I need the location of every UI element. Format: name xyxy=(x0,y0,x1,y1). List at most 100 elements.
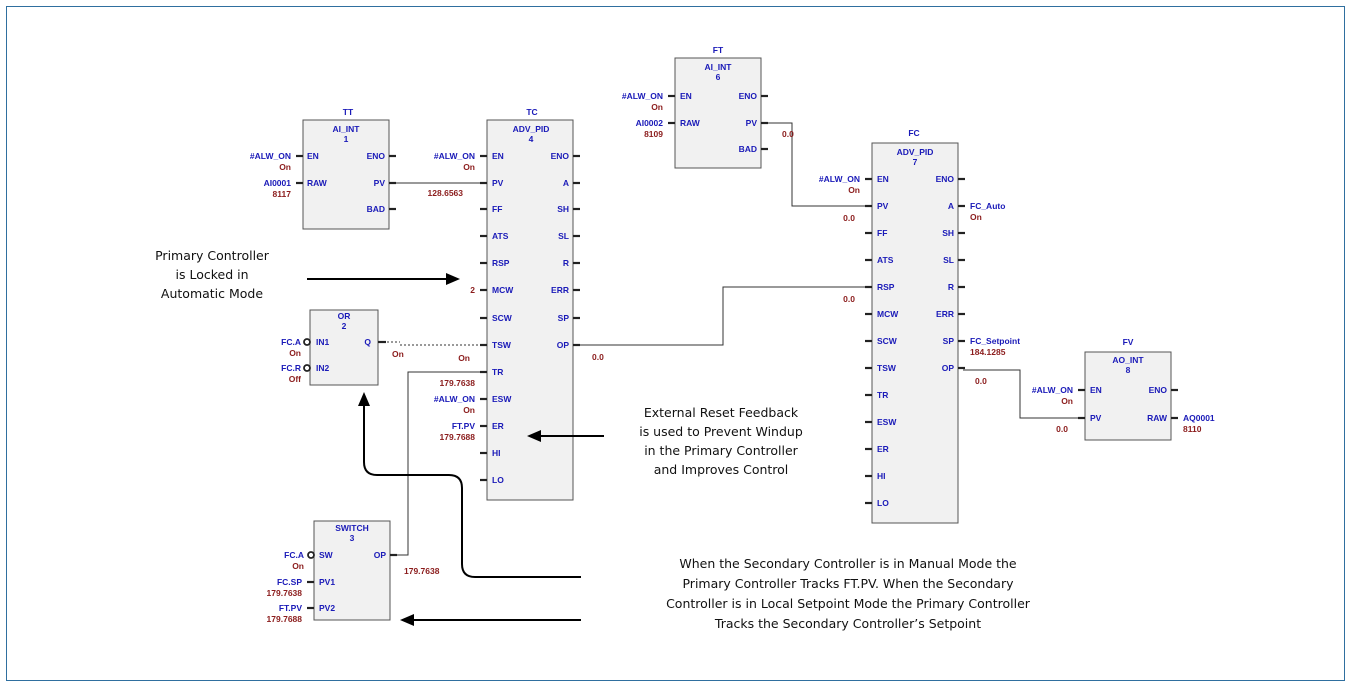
tc-pin-scw: SCW xyxy=(492,313,513,323)
tc-pv-value: 128.6563 xyxy=(428,188,464,198)
fc-pv-value: 0.0 xyxy=(843,213,855,223)
annotation-external-reset: External Reset Feedback is used to Preve… xyxy=(527,405,803,477)
fc-tag: FC xyxy=(908,128,919,138)
fc-pin-op: OP xyxy=(942,363,955,373)
switch-pv2-input: FT.PV xyxy=(279,603,302,613)
tt-pin-pv: PV xyxy=(374,178,386,188)
switch-pin-pv1: PV1 xyxy=(319,577,335,587)
fv-tag: FV xyxy=(1123,337,1134,347)
fc-pin-mcw: MCW xyxy=(877,309,899,319)
tc-en-value: On xyxy=(463,162,475,172)
ft-type: AI_INT xyxy=(705,62,733,72)
fv-pin-raw: RAW xyxy=(1147,413,1168,423)
switch-pv2-value: 179.7688 xyxy=(267,614,303,624)
switch-block[interactable]: SWITCH 3 SW PV1 PV2 OP FC.A On FC.SP 179… xyxy=(267,520,440,624)
fc-pin-tsw: TSW xyxy=(877,363,897,373)
fc-pin-pv: PV xyxy=(877,201,889,211)
switch-sw-negate xyxy=(307,551,315,559)
tc-pin-rsp: RSP xyxy=(492,258,510,268)
tc-pin-er: ER xyxy=(492,421,504,431)
tc-right-pins: ENO A SH SL R ERR SP OP xyxy=(551,151,580,350)
tc-tr-value: 179.7638 xyxy=(440,378,476,388)
switch-pv1-value: 179.7638 xyxy=(267,588,303,598)
tc-op-value: 0.0 xyxy=(592,352,604,362)
switch-pin-pv2: PV2 xyxy=(319,603,335,613)
diagram-frame xyxy=(6,6,1345,681)
ft-en-value: On xyxy=(651,102,663,112)
tc-pin-err: ERR xyxy=(551,285,569,295)
fc-pin-rsp: RSP xyxy=(877,282,895,292)
fc-type: ADV_PID xyxy=(897,147,934,157)
fc-sp-output: FC_Setpoint xyxy=(970,336,1020,346)
fc-pin-er: ER xyxy=(877,444,889,454)
tc-pin-sl: SL xyxy=(558,231,569,241)
tc-pin-hi: HI xyxy=(492,448,501,458)
switch-type: SWITCH xyxy=(335,523,369,533)
fc-pin-eno: ENO xyxy=(936,174,955,184)
or-pin-in1: IN1 xyxy=(316,337,330,347)
ft-raw-input: AI0002 xyxy=(636,118,664,128)
tc-tsw-value: On xyxy=(458,353,470,363)
arrowhead-to-or-block xyxy=(358,392,370,406)
annotation-secondary-manual: When the Secondary Controller is in Manu… xyxy=(358,392,1031,631)
wires xyxy=(387,122,1078,556)
tt-raw-input: AI0001 xyxy=(264,178,292,188)
fc-pin-esw: ESW xyxy=(877,417,897,427)
ft-pin-pv: PV xyxy=(746,118,758,128)
fc-pin-err: ERR xyxy=(936,309,954,319)
annotation-primary-locked-line2: is Locked in xyxy=(175,267,248,282)
tc-esw-value: On xyxy=(463,405,475,415)
tc-number: 4 xyxy=(529,134,534,144)
tc-tag: TC xyxy=(526,107,537,117)
tt-tag: TT xyxy=(343,107,354,117)
tc-pin-ff: FF xyxy=(492,204,502,214)
tt-block-body xyxy=(302,119,390,230)
tt-en-value: On xyxy=(279,162,291,172)
fc-pin-r: R xyxy=(948,282,954,292)
tc-pin-eno: ENO xyxy=(551,151,570,161)
ft-raw-value: 8109 xyxy=(644,129,663,139)
tt-pin-bad: BAD xyxy=(367,204,385,214)
annotation-external-reset-line2: is used to Prevent Windup xyxy=(639,424,803,439)
ft-pv-value: 0.0 xyxy=(782,129,794,139)
or-in1-value: On xyxy=(289,348,301,358)
tc-mcw-value: 2 xyxy=(470,285,475,295)
fc-pin-hi: HI xyxy=(877,471,886,481)
tt-pin-eno: ENO xyxy=(367,151,386,161)
tc-pin-sp: SP xyxy=(558,313,570,323)
ft-tag: FT xyxy=(713,45,724,55)
wire-tc-op-to-fc-rsp xyxy=(573,286,865,346)
tc-pin-a: A xyxy=(563,178,569,188)
fc-number: 7 xyxy=(913,157,918,167)
fc-block[interactable]: FC ADV_PID 7 EN PV FF ATS xyxy=(819,128,1020,524)
fc-pin-lo: LO xyxy=(877,498,889,508)
tc-pin-en: EN xyxy=(492,151,504,161)
fv-block[interactable]: FV AO_INT 8 EN PV ENO RAW #ALW_ON On 0.0… xyxy=(1032,337,1215,441)
switch-sw-input: FC.A xyxy=(284,550,304,560)
fc-pin-ff: FF xyxy=(877,228,887,238)
annotation-secondary-manual-line3: Controller is in Local Setpoint Mode the… xyxy=(666,596,1031,611)
tc-pin-op: OP xyxy=(557,340,570,350)
or-pin-q: Q xyxy=(364,337,371,347)
fv-en-value: On xyxy=(1061,396,1073,406)
or-pin-in2: IN2 xyxy=(316,363,330,373)
fv-en-input: #ALW_ON xyxy=(1032,385,1073,395)
annotation-primary-locked-line3: Automatic Mode xyxy=(161,286,263,301)
tt-block[interactable]: TT AI_INT 1 EN RAW ENO PV BAD #ALW_ON On… xyxy=(250,107,396,230)
fc-en-value: On xyxy=(848,185,860,195)
or-block[interactable]: OR 2 IN1 IN2 Q FC.A On FC.R Off On xyxy=(281,309,404,386)
or-number: 2 xyxy=(342,321,347,331)
fv-number: 8 xyxy=(1126,365,1131,375)
or-q-value: On xyxy=(392,349,404,359)
ft-en-input: #ALW_ON xyxy=(622,91,663,101)
tc-pin-tr: TR xyxy=(492,367,503,377)
annotation-external-reset-line1: External Reset Feedback xyxy=(644,405,799,420)
ft-block[interactable]: FT AI_INT 6 EN RAW ENO PV BAD #ALW_ON On… xyxy=(622,45,794,169)
tc-block-body xyxy=(486,119,574,501)
switch-block-body xyxy=(313,520,391,621)
arrowhead-to-tc-rsp xyxy=(446,273,460,285)
tc-block[interactable]: TC ADV_PID 4 EN PV FF ATS xyxy=(428,107,605,501)
tc-left-pins: EN PV FF ATS RSP MCW SCW TSW TR ESW ER H… xyxy=(480,151,514,485)
tc-pin-tsw: TSW xyxy=(492,340,512,350)
